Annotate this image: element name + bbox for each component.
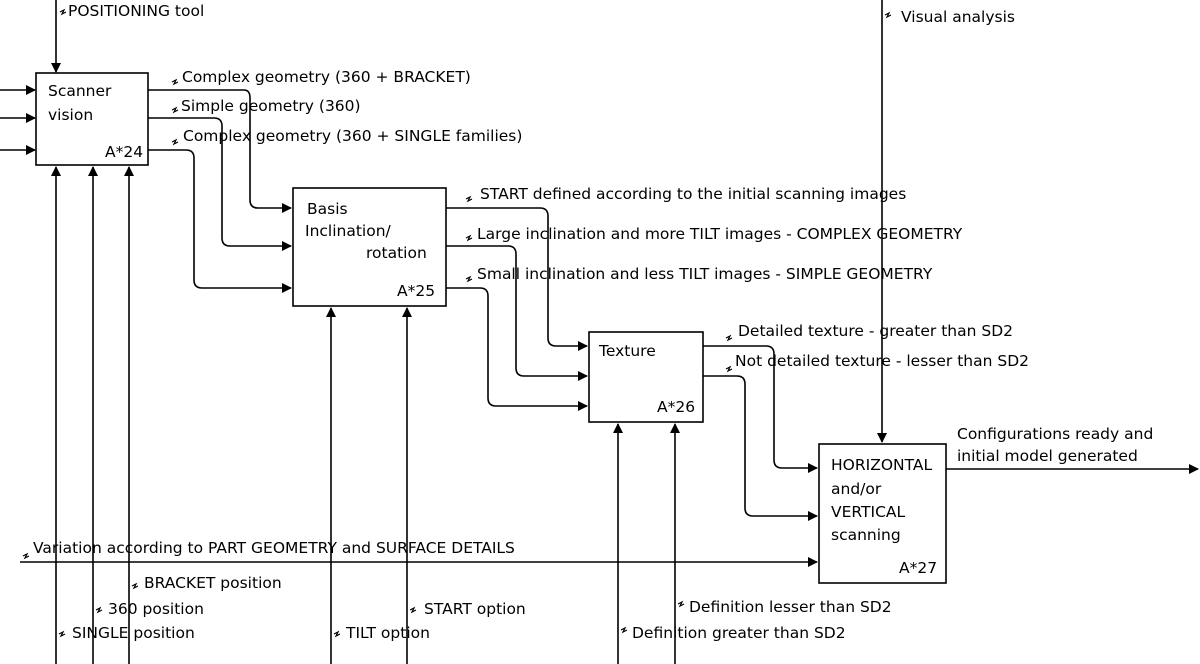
visual-analysis-label: Visual analysis xyxy=(901,8,1015,26)
a24-output-complex-single: Complex geometry (360 + SINGLE families) xyxy=(148,127,522,293)
box-a27-title-1: HORIZONTAL xyxy=(831,456,932,474)
a24-output-simple-360: Simple geometry (360) xyxy=(148,97,361,251)
box-a25-basis-inclination: Basis Inclination/ rotation A*25 xyxy=(292,187,447,307)
box-a24-title-2: vision xyxy=(48,106,93,124)
box-a25-title-2: Inclination/ xyxy=(305,222,392,240)
position-360-label: 360 position xyxy=(108,600,204,618)
variation-arrow: Variation according to PART GEOMETRY and… xyxy=(20,539,818,567)
definition-lesser-label: Definition lesser than SD2 xyxy=(689,598,892,616)
box-a25-title-1: Basis xyxy=(307,200,348,218)
box-a27-title-3: VERTICAL xyxy=(831,503,906,521)
small-inclination-label: Small inclination and less TILT images -… xyxy=(477,265,933,283)
tilt-option-label: TILT option xyxy=(345,624,430,642)
box-a27-horizontal-vertical-scanning: HORIZONTAL and/or VERTICAL scanning A*27 xyxy=(818,443,947,584)
simple-360-label: Simple geometry (360) xyxy=(181,97,361,115)
detailed-texture-label: Detailed texture - greater than SD2 xyxy=(738,322,1013,340)
start-defined-label: START defined according to the initial s… xyxy=(480,185,906,203)
box-a27-title-4: scanning xyxy=(831,526,901,544)
single-position-label: SINGLE position xyxy=(72,624,195,642)
a27-output-arrow: Configurations ready and initial model g… xyxy=(946,425,1199,474)
box-a24-scanner-vision: Scanner vision A*24 xyxy=(35,72,149,166)
large-inclination-label: Large inclination and more TILT images -… xyxy=(477,225,963,243)
positioning-tool-control: POSITIONING tool xyxy=(51,0,204,73)
box-a27-title-2: and/or xyxy=(831,480,882,498)
box-a27-id: A*27 xyxy=(899,559,937,577)
a26-output-detailed-texture: Detailed texture - greater than SD2 xyxy=(703,322,1013,473)
definition-greater-label: Definition greater than SD2 xyxy=(632,624,846,642)
a25-output-large-inclination: Large inclination and more TILT images -… xyxy=(446,225,963,381)
a24-output-complex-bracket: Complex geometry (360 + BRACKET) xyxy=(148,68,471,213)
a26-mechanism-arrows: Definition lesser than SD2 Definition gr… xyxy=(613,423,892,664)
a24-input-arrows xyxy=(0,85,36,155)
a25-mechanism-arrows: TILT option START option xyxy=(326,307,526,664)
a24-mechanism-arrows: BRACKET position 360 position SINGLE pos… xyxy=(51,166,282,664)
box-a26-id: A*26 xyxy=(657,398,695,416)
box-a25-title-3: rotation xyxy=(366,244,427,262)
box-a24-id: A*24 xyxy=(105,143,143,161)
a25-output-start-defined: START defined according to the initial s… xyxy=(446,185,906,351)
bracket-position-label: BRACKET position xyxy=(144,574,282,592)
box-a24-title-1: Scanner xyxy=(48,82,112,100)
output-label-2: initial model generated xyxy=(957,447,1138,465)
box-a26-title-1: Texture xyxy=(598,342,656,360)
output-label-1: Configurations ready and xyxy=(957,425,1153,443)
a25-output-small-inclination: Small inclination and less TILT images -… xyxy=(446,265,933,411)
complex-single-label: Complex geometry (360 + SINGLE families) xyxy=(183,127,522,145)
variation-label: Variation according to PART GEOMETRY and… xyxy=(33,539,515,557)
start-option-label: START option xyxy=(424,600,526,618)
visual-analysis-control: Visual analysis xyxy=(877,0,1015,443)
box-a25-id: A*25 xyxy=(397,282,435,300)
positioning-tool-label: POSITIONING tool xyxy=(68,2,204,20)
box-a26-texture: Texture A*26 xyxy=(588,331,704,423)
complex-bracket-label: Complex geometry (360 + BRACKET) xyxy=(182,68,471,86)
